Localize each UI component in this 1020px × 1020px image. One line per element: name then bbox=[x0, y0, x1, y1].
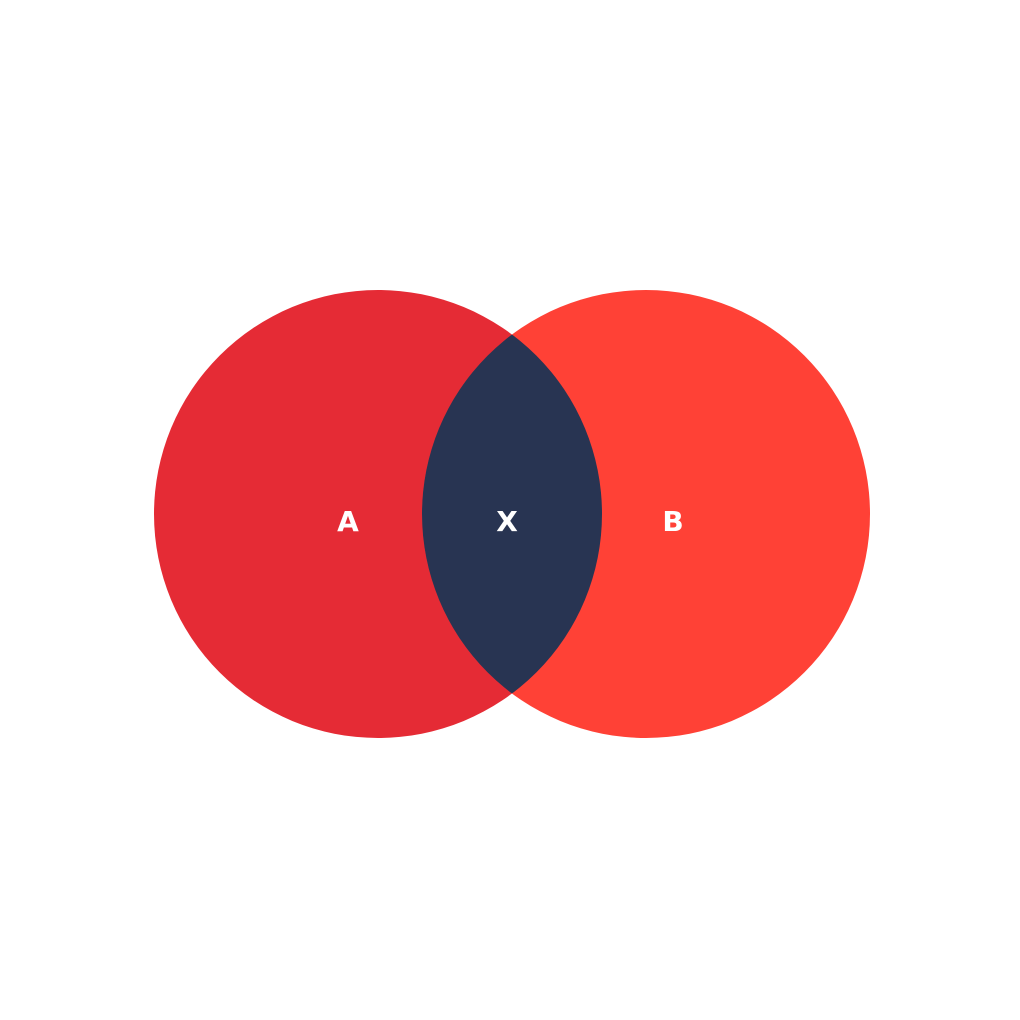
intersection-region bbox=[422, 290, 602, 738]
set-a-label: A bbox=[337, 505, 359, 538]
intersection-label: X bbox=[496, 505, 518, 538]
set-b-label: B bbox=[662, 505, 683, 538]
